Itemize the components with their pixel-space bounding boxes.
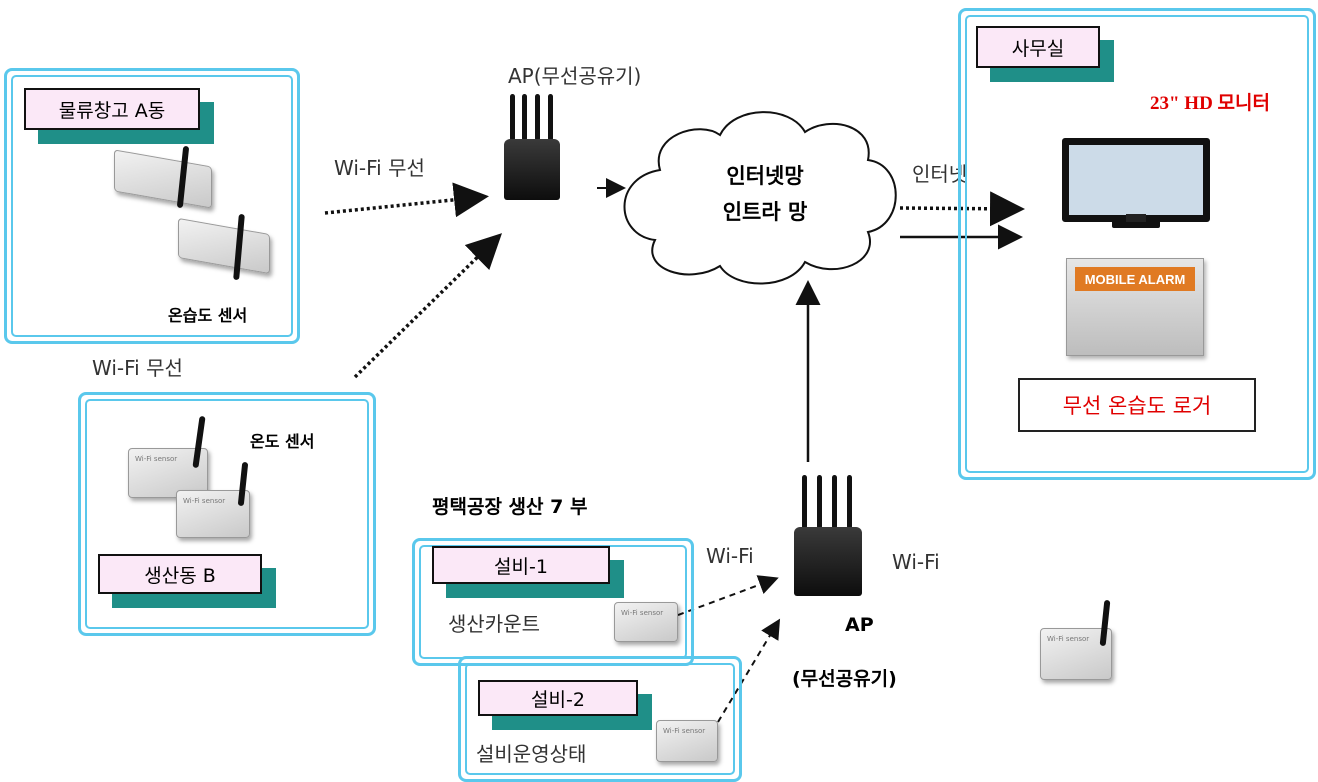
monitor-caption: 23" HD 모니터 xyxy=(1150,93,1270,114)
warehouse-sensor-caption: 온습도 센서 xyxy=(168,306,248,325)
equipment1-sensor: Wi-Fi sensor xyxy=(614,602,678,642)
sensor-text: Wi-Fi sensor xyxy=(183,497,226,505)
production-b-plate: 생산동 B xyxy=(98,554,276,608)
arrow-equipment2-to-ap xyxy=(717,618,781,723)
office-label: 사무실 xyxy=(1011,37,1065,60)
temperature-sensor-2: Wi-Fi sensor xyxy=(176,490,250,538)
equipment2-sensor: Wi-Fi sensor xyxy=(656,720,718,762)
cloud-label: 인터넷망 인트라 망 xyxy=(690,158,840,230)
production-b-label: 생산동 B xyxy=(144,564,216,587)
top-wifi-label: Wi-Fi 무선 xyxy=(334,156,425,180)
equipment1-label: 설비-1 xyxy=(494,555,548,578)
mobile-alarm-device: MOBILE ALARM xyxy=(1066,258,1204,356)
office-plate: 사무실 xyxy=(976,26,1114,82)
arrow-cloud-to-office-dotted xyxy=(899,191,1025,227)
standalone-sensor: Wi-Fi sensor xyxy=(1040,628,1112,680)
sensor-text: Wi-Fi sensor xyxy=(621,609,664,617)
arrow-production-to-ap xyxy=(353,233,503,379)
bottom-ap-label: AP xyxy=(845,614,874,636)
office-box xyxy=(958,8,1316,480)
cloud-line1: 인터넷망 xyxy=(726,164,804,188)
equipment2-label: 설비-2 xyxy=(531,688,585,711)
arrow-warehouse-to-ap xyxy=(324,182,489,218)
production-b-box xyxy=(78,392,376,636)
left-wifi-label: Wi-Fi 무선 xyxy=(92,356,183,380)
monitor-icon xyxy=(1062,138,1210,230)
bottom-ap-sublabel: (무선공유기) xyxy=(792,668,897,690)
equipment2-caption: 설비운영상태 xyxy=(476,742,587,766)
factory-title: 평택공장 생산 7 부 xyxy=(432,496,588,518)
network-cloud xyxy=(623,111,897,285)
equipment1-caption: 생산카운트 xyxy=(448,612,540,636)
equipment2-plate: 설비-2 xyxy=(478,680,652,730)
cloud-line2: 인트라 망 xyxy=(722,200,808,224)
warehouse-plate: 물류창고 A동 xyxy=(24,88,214,144)
equipment1-plate: 설비-1 xyxy=(432,546,624,598)
warehouse-label: 물류창고 A동 xyxy=(58,99,166,122)
bottom-wifi-left: Wi-Fi xyxy=(706,544,754,568)
bottom-router-icon xyxy=(794,475,862,596)
bottom-wifi-right: Wi-Fi xyxy=(892,550,940,574)
sensor-text: Wi-Fi sensor xyxy=(663,727,706,735)
mobile-alarm-text: MOBILE ALARM xyxy=(1075,267,1195,291)
sensor-text: Wi-Fi sensor xyxy=(1047,635,1090,643)
logger-label: 무선 온습도 로거 xyxy=(1018,378,1256,432)
production-sensor-caption: 온도 센서 xyxy=(250,432,315,451)
warehouse-box xyxy=(4,68,300,344)
top-router-icon xyxy=(504,94,560,200)
sensor-text: Wi-Fi sensor xyxy=(135,455,178,463)
top-ap-label: AP(무선공유기) xyxy=(508,64,642,88)
